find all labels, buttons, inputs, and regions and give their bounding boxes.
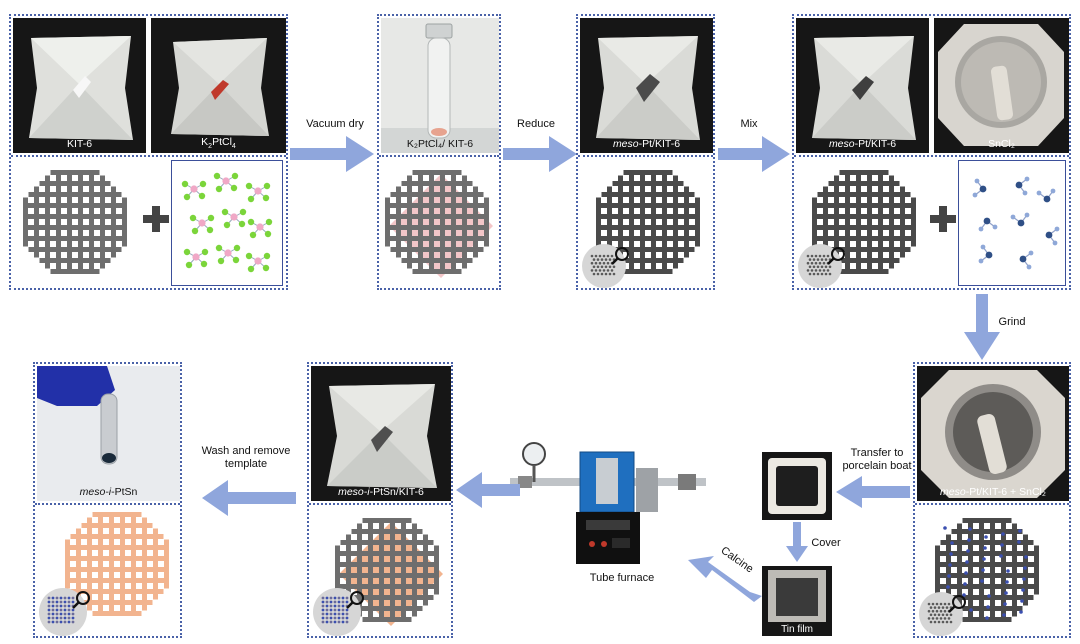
kit6-impregnated-grid xyxy=(385,170,493,278)
kit6-paper-image xyxy=(29,36,133,140)
plus-icon xyxy=(143,206,169,232)
arrow-calcine xyxy=(688,556,762,602)
photo-ground-mortar: meso-Pt/KIT-6 + SnCl₂ xyxy=(917,366,1069,501)
mixed-grid-schematic xyxy=(935,518,1039,622)
magnifier-inset-2 xyxy=(798,244,845,288)
meso-pt-grid-schematic-2 xyxy=(812,170,916,274)
photo-kit6: KIT-6 xyxy=(13,18,146,153)
photo-sncl2-caption: SnCl₂ xyxy=(988,138,1015,150)
photo-meso-pt-2: meso-Pt/KIT-6 xyxy=(796,18,929,153)
tin-film-caption: Tin film xyxy=(781,624,813,635)
photo-ground-caption: meso-Pt/KIT-6 + SnCl₂ xyxy=(940,486,1046,498)
photo-meso-i-ptsn-kit6: meso-i-PtSn/KIT-6 xyxy=(311,366,451,501)
magnifier-inset-4 xyxy=(313,588,364,636)
tin-film-image xyxy=(768,570,826,622)
k2ptcl4-paper-image xyxy=(171,38,269,136)
magnifier-inset-3 xyxy=(919,592,966,636)
plus-icon-2 xyxy=(930,206,956,232)
vial-image xyxy=(381,18,499,153)
meso-pt-grid-schematic xyxy=(596,170,700,274)
photo-porcelain-boat xyxy=(762,452,832,520)
arrow-wash xyxy=(202,480,296,516)
ptcl4-molecules-inset xyxy=(171,160,283,286)
tube-furnace-image xyxy=(510,442,706,564)
step-label-grind: Grind xyxy=(998,316,1026,328)
panel-meso-pt-sncl2: meso-Pt/KIT-6 SnCl₂ xyxy=(792,14,1071,290)
photo-meso-pt: meso-Pt/KIT-6 xyxy=(580,18,713,153)
panel-k2ptcl4-kit6: K₂PtCl₄/ KIT-6 xyxy=(377,14,501,290)
photo-kit6-caption: KIT-6 xyxy=(66,138,93,150)
porcelain-boat-image xyxy=(768,458,826,514)
photo-tin-film: Tin film xyxy=(762,566,832,636)
ptsn-tube-image xyxy=(37,366,180,501)
photo-vial-caption: K₂PtCl₄/ KIT-6 xyxy=(406,138,474,150)
step-label-mix: Mix xyxy=(740,118,758,130)
arrow-transfer xyxy=(836,476,910,508)
photo-sncl2-mortar: SnCl₂ xyxy=(934,18,1069,153)
arrow-mix xyxy=(718,136,790,172)
ptcl4-molecules-image xyxy=(181,172,273,273)
photo-meso-pt-caption: meso-Pt/KIT-6 xyxy=(612,138,681,150)
ptsn-kit6-grid-schematic xyxy=(335,518,443,626)
photo-meso-i-ptsn-kit6-caption: meso-i-PtSn/KIT-6 xyxy=(338,486,424,498)
tube-furnace-caption: Tube furnace xyxy=(589,572,655,584)
arrow-cover xyxy=(786,522,808,562)
panel-kit6-k2ptcl4: KIT-6 K2PtCl4 xyxy=(9,14,288,290)
step-label-cover: Cover xyxy=(811,537,841,549)
magnifier-inset xyxy=(582,244,629,288)
photo-k2ptcl4: K2PtCl4 xyxy=(151,18,286,153)
arrow-grind xyxy=(964,294,1000,360)
photo-ptsn-tube: meso-i-PtSn xyxy=(37,366,180,501)
kit6-grid-schematic xyxy=(23,170,127,274)
meso-pt-paper-image xyxy=(596,36,700,140)
sncl2-molecules-inset xyxy=(958,160,1066,286)
arrow-reduce xyxy=(503,136,577,172)
meso-pt-paper-image-2 xyxy=(812,36,916,140)
photo-vial: K₂PtCl₄/ KIT-6 xyxy=(381,18,499,153)
arrow-vacuum-dry xyxy=(290,136,374,172)
ptsn-replica-schematic xyxy=(65,512,169,616)
step-label-vacuum-dry: Vacuum dry xyxy=(306,118,364,130)
photo-k2ptcl4-caption: K2PtCl4 xyxy=(201,135,236,150)
panel-meso-i-ptsn-kit6: meso-i-PtSn/KIT-6 xyxy=(307,362,453,638)
photo-meso-pt-2-caption: meso-Pt/KIT-6 xyxy=(828,138,897,150)
ground-mortar-image xyxy=(921,370,1065,498)
panel-ground-mixture: meso-Pt/KIT-6 + SnCl₂ xyxy=(913,362,1071,638)
mortar-image xyxy=(938,24,1064,146)
meso-i-ptsn-paper-image xyxy=(327,384,437,488)
magnifier-inset-5 xyxy=(39,588,90,636)
photo-ptsn-caption: meso-i-PtSn xyxy=(79,486,138,498)
step-label-reduce: Reduce xyxy=(517,118,555,130)
panel-meso-i-ptsn: meso-i-PtSn xyxy=(33,362,182,638)
arrow-furnace-out xyxy=(456,472,520,508)
panel-meso-pt-kit6: meso-Pt/KIT-6 xyxy=(576,14,715,290)
sncl2-molecules-image xyxy=(972,176,1060,270)
